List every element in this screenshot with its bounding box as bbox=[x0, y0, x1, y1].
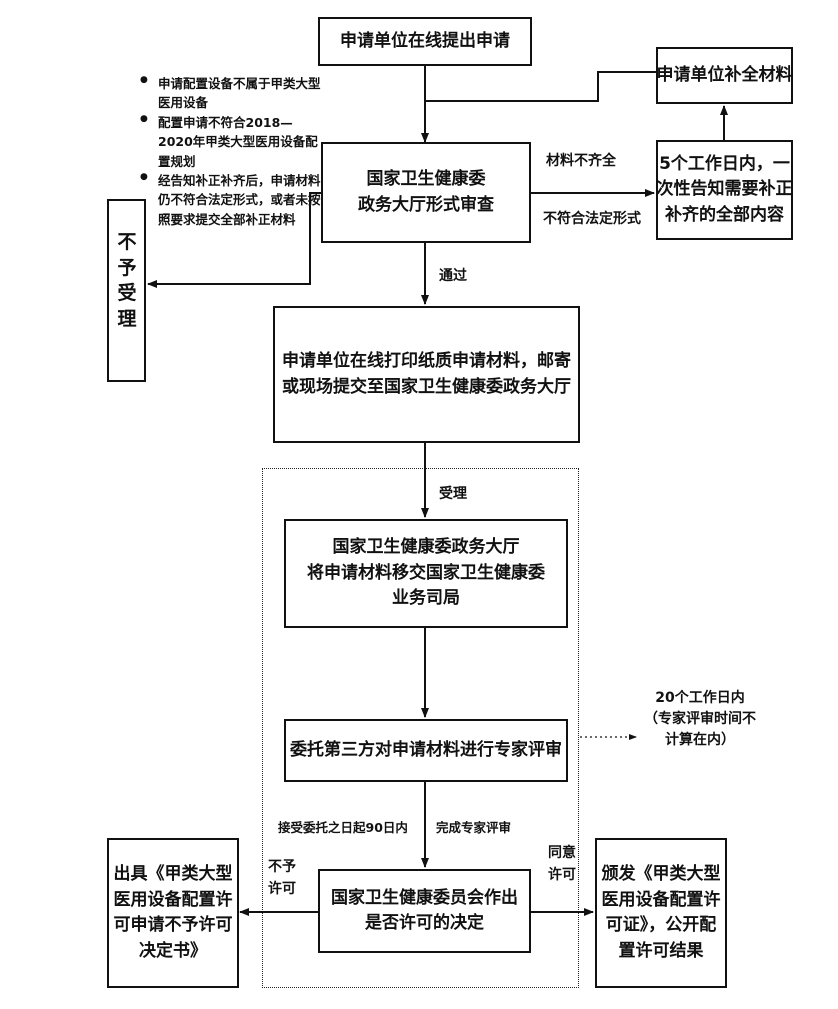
label-not-permit: 不予 许可 bbox=[268, 856, 296, 901]
label-review-complete: 完成专家评审 bbox=[436, 820, 512, 835]
node-supplement: 申请单位补全材料 bbox=[656, 47, 793, 104]
label-time-limit-line3: 计算在内） bbox=[665, 732, 735, 748]
node-formal-review-line1: 国家卫生健康委 bbox=[366, 169, 486, 189]
reject-reason-item: 配置申请不符合2018—2020年甲类大型医用设备配置规划 bbox=[140, 113, 325, 171]
node-not-permit-line4: 决定书》 bbox=[139, 940, 207, 961]
reject-reasons-list: 申请配置设备不属于甲类大型医用设备 配置申请不符合2018—2020年甲类大型医… bbox=[140, 74, 325, 229]
label-not-permit-line2: 许可 bbox=[268, 881, 296, 898]
node-issue-line1: 颁发《甲类大型 bbox=[601, 864, 721, 884]
label-time-limit-line2: （专家评审时间不 bbox=[644, 711, 756, 727]
node-reject-char: 受 bbox=[117, 282, 137, 305]
node-transfer-line1: 国家卫生健康委政务大厅 bbox=[332, 537, 520, 558]
node-reject-char: 予 bbox=[117, 256, 137, 279]
node-print-submit: 申请单位在线打印纸质申请材料，邮寄 或现场提交至国家卫生健康委政务大厅 bbox=[273, 306, 580, 443]
label-time-limit-line1: 20个工作日内 bbox=[655, 690, 745, 706]
node-not-permit-line1: 出具《甲类大型 bbox=[113, 864, 233, 884]
node-formal-review: 国家卫生健康委 政务大厅形式审查 bbox=[321, 142, 531, 243]
label-not-legal-form: 不符合法定形式 bbox=[543, 211, 641, 227]
label-agree-permit-line1: 同意 bbox=[548, 845, 576, 861]
node-decision-line2: 是否许可的决定 bbox=[365, 913, 484, 933]
node-notify-line2: 次性告知需要补正 bbox=[656, 179, 793, 200]
node-issue-cert: 颁发《甲类大型 医用设备配置许 可证》，公开配 置许可结果 bbox=[595, 838, 727, 988]
node-notify-line1: 5个工作日内，一 bbox=[659, 153, 790, 174]
node-reject-text: 不 予 受 理 bbox=[112, 230, 142, 333]
node-transfer: 国家卫生健康委政务大厅 将申请材料移交国家卫生健康委 业务司局 bbox=[284, 519, 568, 628]
node-print-line2: 或现场提交至国家卫生健康委政务大厅 bbox=[282, 376, 571, 397]
node-reject bbox=[107, 199, 146, 382]
node-notify-once: 5个工作日内，一 次性告知需要补正 补齐的全部内容 bbox=[656, 140, 793, 240]
node-issue-line4: 置许可结果 bbox=[618, 940, 704, 961]
label-within-90-days: 接受委托之日起90日内 bbox=[278, 820, 408, 835]
node-reject-char: 理 bbox=[117, 307, 137, 330]
node-transfer-line2: 将申请材料移交国家卫生健康委 bbox=[307, 562, 545, 583]
label-agree-permit-line2: 许可 bbox=[548, 867, 576, 884]
node-apply-online-text: 申请单位在线提出申请 bbox=[340, 30, 510, 51]
label-not-permit-line1: 不予 bbox=[268, 859, 296, 875]
node-expert-review: 委托第三方对申请材料进行专家评审 bbox=[284, 719, 568, 782]
node-notify-line3: 补齐的全部内容 bbox=[665, 204, 784, 225]
node-issue-line3: 可证》，公开配 bbox=[605, 915, 717, 935]
node-reject-char: 不 bbox=[117, 231, 137, 253]
node-issue-line2: 医用设备配置许 bbox=[601, 889, 721, 910]
reject-reason-item: 申请配置设备不属于甲类大型医用设备 bbox=[140, 74, 325, 113]
arrow-supplement-return bbox=[425, 71, 656, 102]
node-not-permit-line3: 可申请不予许可 bbox=[113, 915, 233, 935]
node-decision-line1: 国家卫生健康委员会作出 bbox=[331, 887, 518, 908]
node-transfer-line3: 业务司局 bbox=[392, 588, 460, 609]
label-passed: 通过 bbox=[439, 268, 467, 284]
node-formal-review-line2: 政务大厅形式审查 bbox=[358, 194, 494, 215]
node-print-line1: 申请单位在线打印纸质申请材料，邮寄 bbox=[282, 351, 571, 371]
node-not-permit-line2: 医用设备配置许 bbox=[113, 889, 233, 910]
label-agree-permit: 同意 许可 bbox=[548, 842, 576, 887]
node-apply-online: 申请单位在线提出申请 bbox=[318, 17, 532, 66]
label-accepted: 受理 bbox=[439, 486, 467, 502]
label-materials-incomplete: 材料不齐全 bbox=[546, 153, 616, 169]
node-supplement-text: 申请单位补全材料 bbox=[656, 64, 793, 85]
reject-reason-item: 经告知补正补齐后，申请材料仍不符合法定形式，或者未按照要求提交全部补正材料 bbox=[140, 171, 325, 229]
node-expert-review-text: 委托第三方对申请材料进行专家评审 bbox=[290, 739, 562, 760]
label-time-limit: 20个工作日内 （专家评审时间不 计算在内） bbox=[644, 688, 756, 751]
accepted-phase-frame bbox=[262, 468, 579, 988]
node-not-permit-doc: 出具《甲类大型 医用设备配置许 可申请不予许可 决定书》 bbox=[107, 838, 239, 988]
node-decision: 国家卫生健康委员会作出 是否许可的决定 bbox=[318, 869, 531, 953]
